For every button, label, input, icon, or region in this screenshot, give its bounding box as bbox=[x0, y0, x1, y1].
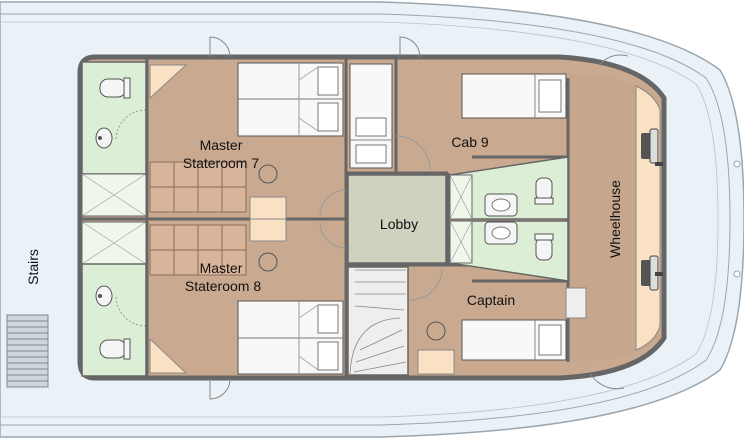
vanity-desk bbox=[249, 196, 287, 220]
room-label-master-8-line1: Master bbox=[200, 260, 243, 276]
stool-icon bbox=[258, 252, 278, 272]
bathroom-bottom-left bbox=[81, 221, 147, 377]
corner-cabinet bbox=[149, 64, 188, 100]
room-label-master-7-line2: Stateroom 7 bbox=[183, 155, 259, 171]
stool-icon bbox=[258, 164, 278, 184]
lobby-floor bbox=[347, 174, 447, 264]
wardrobe bbox=[149, 161, 247, 213]
captain-cabin bbox=[409, 267, 587, 375]
desk bbox=[417, 349, 455, 375]
walls bbox=[80, 59, 570, 376]
helm-console bbox=[635, 85, 661, 351]
room-label-captain: Captain bbox=[467, 292, 515, 308]
sink-icon bbox=[95, 127, 113, 149]
room-label-wheelhouse: Wheelhouse bbox=[607, 180, 623, 258]
master-stateroom-7 bbox=[149, 62, 347, 220]
helm-chair-icon bbox=[641, 128, 659, 164]
cab-9 bbox=[349, 63, 567, 171]
sink-icon bbox=[484, 193, 518, 217]
room-label-cab-9: Cab 9 bbox=[451, 134, 489, 150]
stairs-grate bbox=[6, 314, 49, 388]
wheelhouse bbox=[570, 74, 663, 362]
spiral-staircase bbox=[347, 266, 409, 376]
helm-chair-icon bbox=[641, 255, 659, 291]
stool-icon bbox=[426, 321, 446, 341]
bathroom-center bbox=[449, 156, 569, 282]
exterior-doors bbox=[209, 36, 629, 400]
vanity-desk bbox=[249, 218, 287, 242]
cleat bbox=[733, 160, 741, 168]
sink-icon bbox=[95, 285, 113, 307]
labels: Master Stateroom 7 Master Stateroom 8 Ca… bbox=[25, 134, 623, 308]
bathroom-top-left bbox=[81, 61, 147, 217]
master-stateroom-8 bbox=[149, 218, 347, 375]
toilet-icon bbox=[534, 177, 554, 205]
room-label-lobby: Lobby bbox=[380, 216, 418, 232]
room-label-master-7-line1: Master bbox=[200, 137, 243, 153]
bed-icon bbox=[349, 63, 393, 169]
toilet-icon bbox=[99, 338, 131, 360]
corner-cabinet bbox=[149, 337, 188, 374]
toilet-icon bbox=[99, 77, 131, 99]
bed-icon bbox=[237, 62, 344, 137]
bed-icon bbox=[237, 300, 344, 375]
toilet-icon bbox=[534, 233, 554, 261]
bed-icon bbox=[461, 319, 567, 361]
room-label-master-8-line2: Stateroom 8 bbox=[185, 278, 261, 294]
area-label-stairs: Stairs bbox=[25, 249, 41, 285]
hull-rail-line-2 bbox=[0, 21, 719, 418]
bed-icon bbox=[461, 73, 567, 119]
cleat bbox=[733, 270, 741, 278]
wardrobe bbox=[149, 224, 247, 276]
hull-rail-line-1 bbox=[0, 13, 731, 426]
sink-icon bbox=[484, 221, 518, 245]
